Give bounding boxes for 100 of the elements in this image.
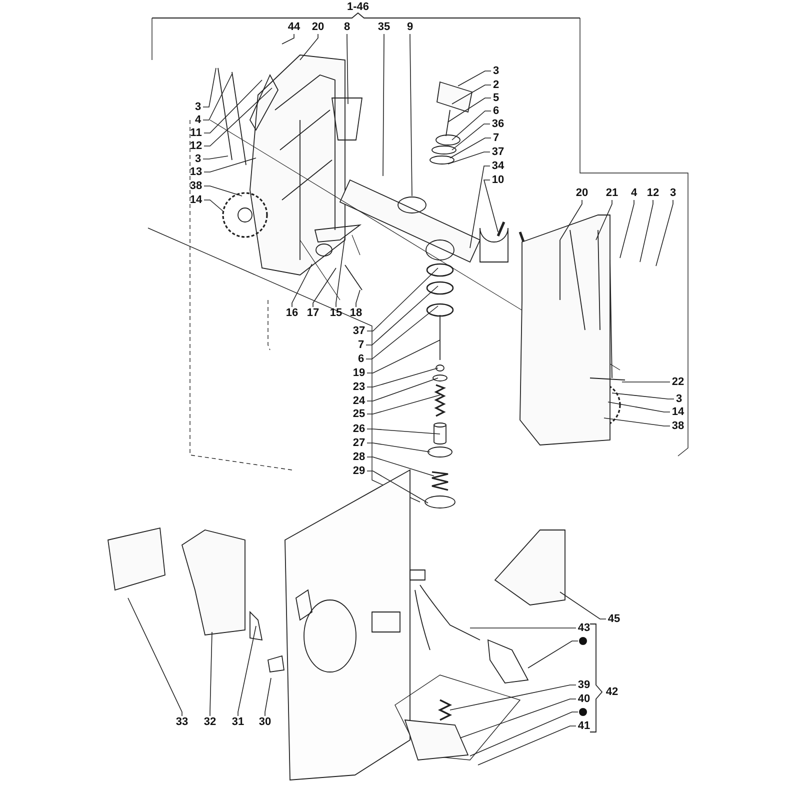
leader-line [604, 418, 670, 426]
leader-line [346, 34, 348, 104]
callout-number: 16 [284, 307, 300, 319]
leader-line [483, 180, 498, 232]
callout-number: 30 [258, 716, 272, 728]
callout-number: 34 [490, 160, 506, 172]
leader-line [460, 698, 576, 738]
callout-number: 15 [328, 307, 344, 319]
callout-number: 6 [492, 105, 500, 117]
callout-number: 18 [348, 307, 364, 319]
callout-number: 36 [490, 118, 506, 130]
leader-line [458, 70, 492, 86]
leader-line [452, 110, 492, 140]
callout-number: 14 [188, 194, 204, 206]
callout-number: 42 [604, 686, 620, 698]
callout-number: 23 [352, 381, 366, 393]
leader-line [366, 268, 438, 332]
callout-number: 3 [668, 187, 678, 199]
leader-line [478, 726, 576, 766]
callout-number: 29 [352, 465, 366, 477]
callout-number: 32 [202, 716, 218, 728]
callout-number: 31 [230, 716, 246, 728]
dot-marker [579, 708, 587, 716]
leader-line [204, 186, 242, 196]
leader-line [366, 340, 440, 374]
callout-number: 10 [490, 174, 506, 186]
callout-number: 37 [352, 325, 366, 337]
leader-line [470, 166, 490, 248]
leader-line [366, 286, 438, 346]
callout-number: 1-46 [346, 1, 370, 13]
callout-number: 24 [352, 395, 366, 407]
leader-line [608, 402, 670, 412]
callout-number: 43 [576, 622, 592, 634]
dot-marker [579, 637, 587, 645]
callout-number: 3 [674, 393, 684, 405]
callout-number: 21 [604, 187, 620, 199]
leader-line [204, 200, 224, 212]
leader-line [382, 34, 384, 176]
callout-number: 22 [670, 376, 686, 388]
callout-number: 11 [189, 127, 203, 139]
callout-number: 6 [356, 353, 366, 365]
callout-number: 3 [194, 153, 202, 165]
leader-line [596, 200, 612, 240]
leader-line [470, 712, 578, 756]
leader-line [204, 158, 256, 172]
leader-line [452, 124, 490, 150]
callout-number: 5 [492, 92, 500, 104]
callout-number: 20 [310, 21, 326, 33]
callout-number: 44 [286, 21, 302, 33]
leader-line [656, 200, 674, 266]
callout-number: 38 [188, 180, 204, 192]
leader-line [450, 684, 576, 710]
leader-line [452, 84, 492, 104]
callout-number: 12 [646, 187, 660, 199]
callout-number: 27 [352, 437, 366, 449]
leader-line [448, 152, 490, 164]
leader-line [210, 632, 212, 716]
leader-line [366, 428, 440, 434]
callout-number: 35 [376, 21, 392, 33]
leader-line [640, 200, 654, 262]
callout-number: 25 [352, 408, 366, 420]
leader-line [312, 268, 336, 308]
callout-number: 33 [174, 716, 190, 728]
callout-number: 13 [188, 166, 204, 178]
callout-number: 20 [574, 187, 590, 199]
leader-line [528, 640, 578, 668]
leader-line [366, 368, 438, 388]
leader-line [238, 626, 256, 716]
callout-number: 8 [342, 21, 352, 33]
leader-line [356, 290, 360, 308]
leader-line [560, 592, 606, 620]
callout-number: 41 [576, 720, 592, 732]
callout-number: 28 [352, 451, 366, 463]
callout-number: 45 [606, 613, 622, 625]
callout-number: 7 [492, 132, 500, 144]
callout-number: 3 [492, 65, 500, 77]
leader-line [128, 598, 182, 716]
leader-line [300, 34, 318, 60]
callout-number: 37 [490, 146, 506, 158]
leader-line [202, 68, 216, 108]
callout-number: 17 [306, 307, 320, 319]
callout-number: 7 [356, 339, 366, 351]
leader-line [448, 98, 492, 122]
leader-line [366, 394, 440, 414]
callout-number: 12 [188, 140, 204, 152]
callout-number: 14 [670, 406, 686, 418]
leader-line [336, 236, 346, 308]
callout-number: 38 [670, 420, 686, 432]
leader-line [292, 264, 312, 308]
callout-number: 19 [352, 367, 366, 379]
leader-line [612, 392, 674, 400]
callout-number: 40 [576, 693, 592, 705]
leader-line [560, 200, 582, 240]
callout-number: 4 [630, 187, 638, 199]
leader-line [620, 200, 634, 258]
callout-number: 3 [194, 101, 202, 113]
leader-line [204, 88, 272, 146]
leader-line [366, 378, 438, 402]
callout-number: 26 [352, 423, 366, 435]
leader-line [366, 442, 430, 452]
